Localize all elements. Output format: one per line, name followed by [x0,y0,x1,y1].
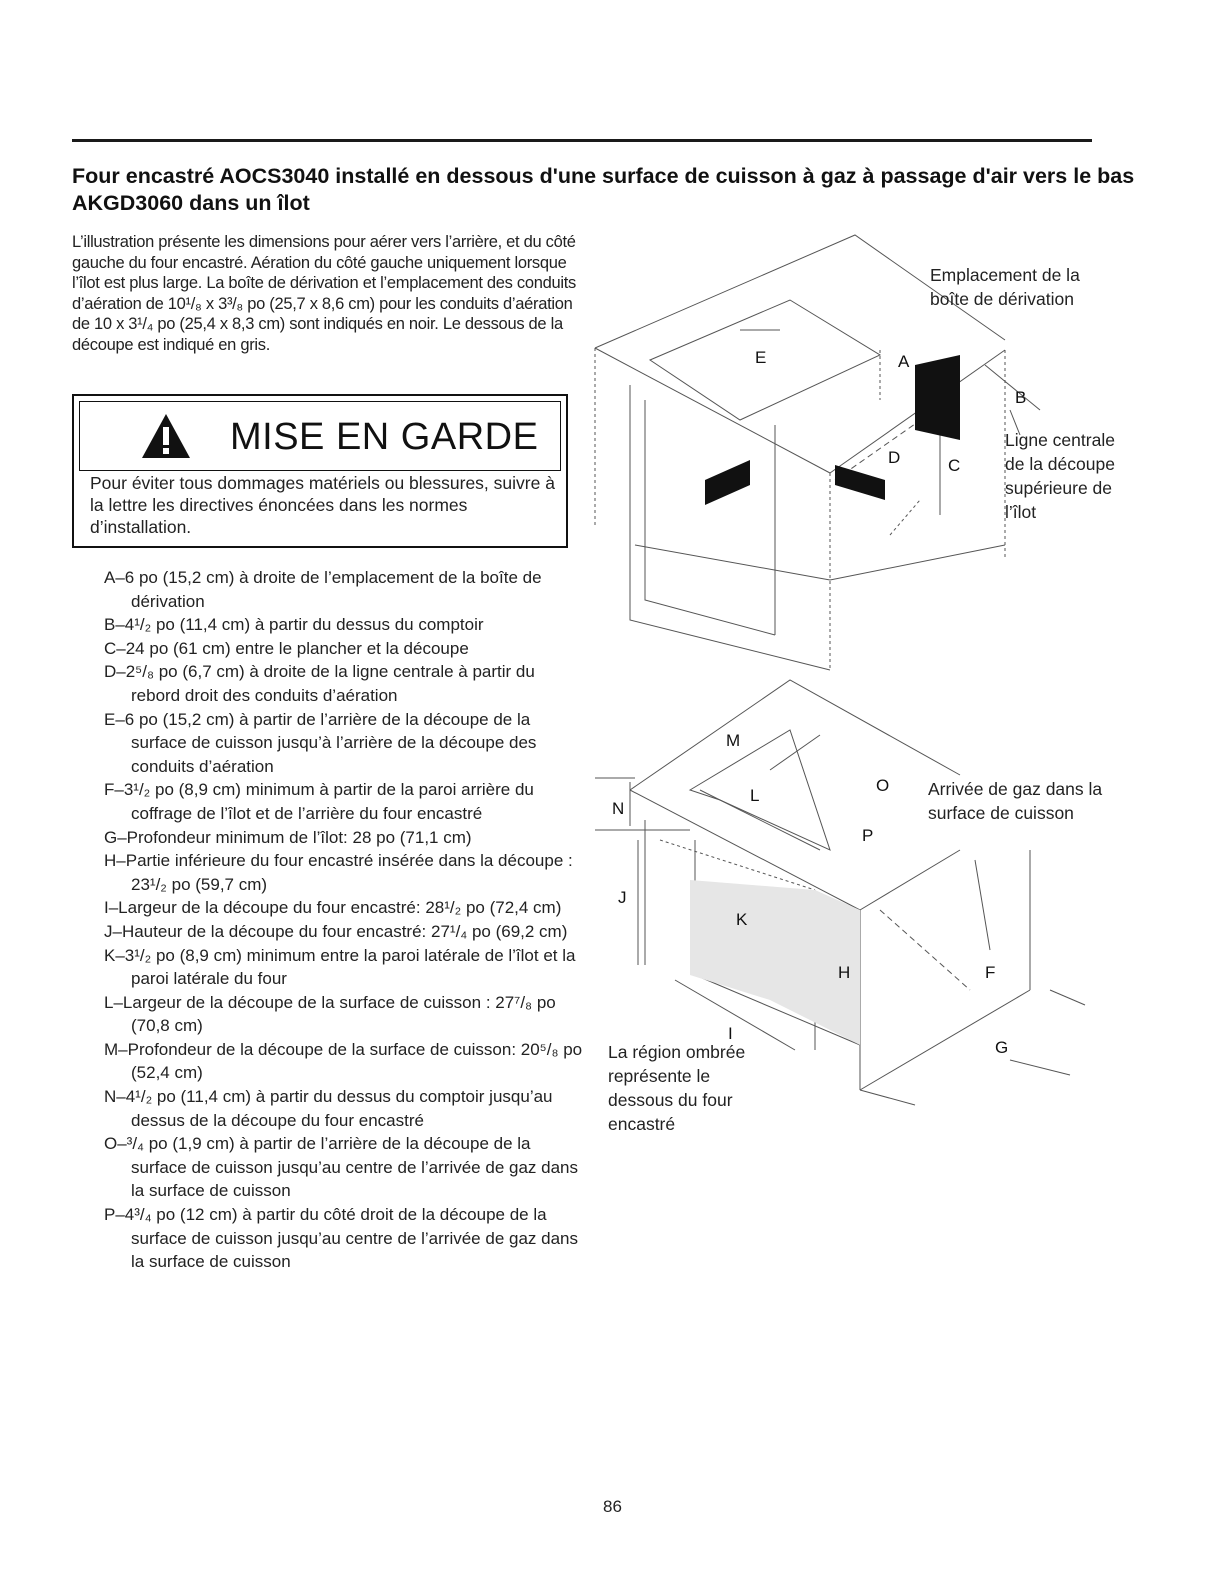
warning-triangle-icon [142,414,190,458]
warning-text: Pour éviter tous dommages matériels ou b… [90,473,555,537]
list-item: D–2⁵/₈ po (6,7 cm) à droite de la ligne … [104,662,535,705]
letter-f: F [985,963,996,982]
letter-a: A [898,352,910,371]
list-item: F–3¹/₂ po (8,9 cm) minimum à partir de l… [104,780,534,823]
letter-p: P [862,826,874,845]
list-item: C–24 po (61 cm) entre le plancher et la … [104,638,469,658]
dimension-list: A–6 po (15,2 cm) à droite de l’emplaceme… [104,566,584,1274]
warning-title: MISE EN GARDE [230,416,539,458]
warning-header: MISE EN GARDE [79,401,561,471]
letter-o: O [876,776,890,795]
warning-box: MISE EN GARDE Pour éviter tous dommages … [72,394,568,548]
letter-i: I [728,1024,733,1043]
letter-n: N [612,799,625,818]
center-line-label: Ligne centrale de la découpe supérieure … [1005,430,1115,522]
letter-e: E [755,348,767,367]
intro-paragraph: L’illustration présente les dimensions p… [72,233,576,354]
letter-l: L [750,786,760,805]
letter-k: K [736,910,748,929]
list-item: P–4³/₄ po (12 cm) à partir du côté droit… [104,1205,578,1272]
letter-j: J [618,888,627,907]
gas-inlet-label: Arrivée de gaz dans la surface de cuisso… [928,779,1103,823]
list-item: H–Partie inférieure du four encastré ins… [104,851,573,894]
junction-box-label: Emplacement de la boîte de dérivation [930,265,1080,309]
diagram-drawing [594,234,1086,1106]
letter-m: M [726,731,741,750]
installation-diagram: Emplacement de la boîte de dérivation Li… [590,230,1150,1140]
letter-h: H [838,963,851,982]
shaded-region-label: La région ombrée représente le dessous d… [608,1042,746,1134]
list-item: G–Profondeur minimum de l’îlot: 28 po (7… [104,827,472,847]
list-item: L–Largeur de la découpe de la surface de… [104,992,556,1036]
letter-b: B [1015,388,1027,407]
list-item: I–Largeur de la découpe du four encastré… [104,898,562,918]
letter-c: C [948,456,961,475]
list-item: O–³/₄ po (1,9 cm) à partir de l’arrière … [104,1134,578,1201]
list-item: A–6 po (15,2 cm) à droite de l’emplaceme… [104,568,542,611]
list-item: N–4¹/₂ po (11,4 cm) à partir du dessus d… [104,1087,553,1130]
letter-d: D [888,448,901,467]
top-rule [72,139,1092,142]
list-item: B–4¹/₂ po (11,4 cm) à partir du dessus d… [104,615,484,635]
list-item: K–3¹/₂ po (8,9 cm) minimum entre la paro… [104,945,576,989]
letter-g: G [995,1038,1009,1057]
list-item: E–6 po (15,2 cm) à partir de l’arrière d… [104,709,537,776]
page-title: Four encastré AOCS3040 installé en desso… [72,164,1135,215]
page-number: 86 [603,1497,622,1516]
list-item: J–Hauteur de la découpe du four encastré… [104,921,568,941]
list-item: M–Profondeur de la découpe de la surface… [104,1039,583,1083]
